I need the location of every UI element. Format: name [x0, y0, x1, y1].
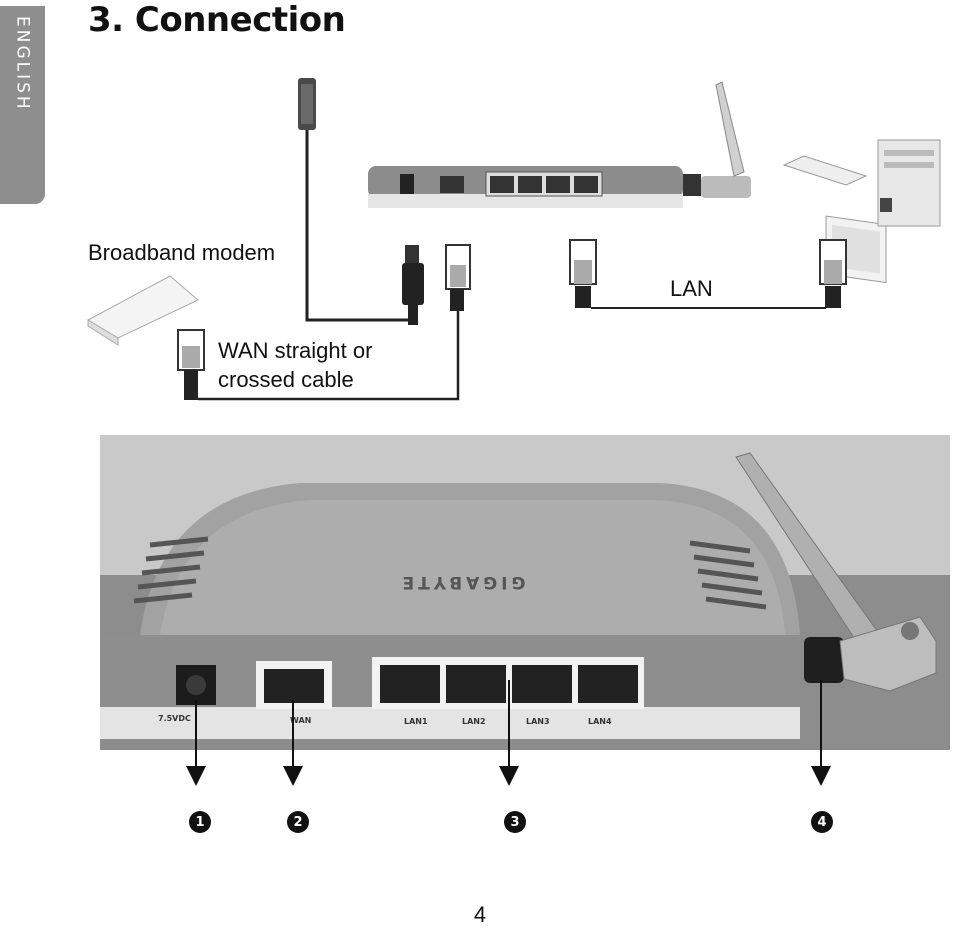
vent-left: [133, 536, 209, 604]
page-number: 4: [473, 902, 487, 927]
power-adapter-icon: [298, 78, 316, 130]
lan-plug-right-icon: [819, 239, 847, 308]
lan1-port-label: LAN1: [404, 717, 428, 726]
computer-icon: [782, 139, 941, 284]
page-title: 3. Connection: [88, 0, 346, 40]
wan-cable: [198, 311, 460, 401]
lan4-port-label: LAN4: [588, 717, 612, 726]
power-cable: [305, 130, 410, 322]
lan2-port-label: LAN2: [462, 717, 486, 726]
modem-label: Broadband modem: [88, 240, 276, 265]
callout-1: 1: [189, 811, 211, 833]
antenna-icon: [735, 452, 937, 692]
language-tab-label: ENGLISH: [12, 16, 33, 112]
callout-2: 2: [287, 811, 309, 833]
power-plug-icon: [402, 245, 424, 325]
vent-right: [689, 540, 767, 610]
connection-diagram: [86, 78, 941, 401]
broadband-modem-icon: [86, 275, 199, 346]
wan-plug-router-icon: [445, 244, 471, 311]
callout-4: 4: [811, 811, 833, 833]
lan-plug-left-icon: [569, 239, 597, 308]
lan3-port-label: LAN3: [526, 717, 550, 726]
router-small-icon: [368, 81, 751, 208]
wan-port-label: WAN: [290, 716, 311, 725]
router-rear-photo: GIGABYTE 7.5VDC WAN LAN1 LAN2 LAN3 LAN4: [100, 435, 950, 750]
wan-plug-modem-icon: [177, 329, 205, 400]
wan-cable-label-line2: crossed cable: [218, 367, 354, 392]
wan-cable-label-line1: WAN straight or: [218, 338, 373, 363]
power-port-label: 7.5VDC: [158, 714, 191, 723]
lan-cable-label: LAN: [670, 276, 713, 301]
callout-3: 3: [504, 811, 526, 833]
language-tab: ENGLISH: [0, 6, 45, 204]
brand-logo: GIGABYTE: [399, 572, 526, 592]
